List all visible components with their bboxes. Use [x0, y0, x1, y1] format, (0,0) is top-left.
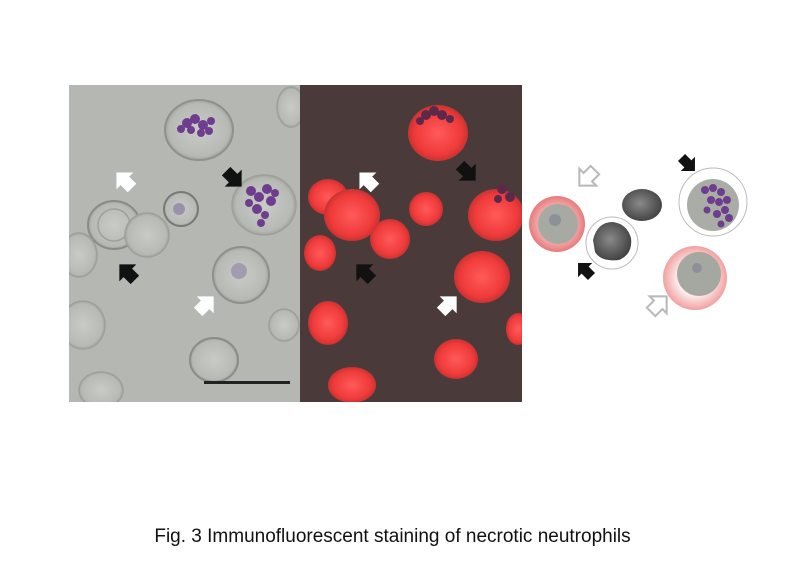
cell-bottom-left: [78, 371, 124, 402]
necrotic-cell-right: [663, 246, 727, 310]
outline-arrow-icon: [578, 164, 601, 187]
granular-cell-circled: [678, 167, 748, 237]
cell-left-edge-1: [69, 232, 98, 278]
black-arrow-icon: [356, 264, 377, 285]
black-arrow-icon: [119, 264, 140, 285]
figure-caption: Fig. 3 Immunofluorescent staining of nec…: [154, 526, 631, 547]
black-arrow-icon: [221, 166, 242, 187]
fluorescence-image: [300, 85, 522, 402]
outline-arrow-icon: [645, 295, 668, 318]
brightfield-image: [69, 85, 300, 402]
white-arrow-icon: [193, 296, 214, 317]
cell-mid-left: [124, 212, 170, 258]
schematic-image: [529, 153, 748, 318]
white-arrow-icon: [436, 296, 457, 317]
dark-cell: [622, 189, 662, 221]
cell-top-center: [164, 99, 234, 161]
fluorescence-micrograph: [300, 85, 522, 402]
scale-bar: [204, 381, 290, 384]
brightfield-micrograph: [69, 85, 300, 402]
necrotic-cell-left: [529, 196, 585, 252]
cell-bottom-right: [268, 308, 300, 342]
cell-granular-right: [231, 174, 297, 236]
white-arrow-icon: [116, 172, 137, 193]
black-arrow-icon: [677, 153, 695, 171]
cell-top-right-edge: [276, 86, 300, 128]
black-arrow-icon: [455, 160, 476, 181]
cell-small-mid: [163, 191, 199, 227]
dark-cell-circled: [585, 216, 639, 270]
schematic-cell-diagram: [527, 150, 757, 320]
cell-center: [212, 246, 270, 304]
black-arrow-icon: [578, 263, 596, 281]
cell-bottom-center: [189, 337, 239, 383]
cell-left-edge-2: [69, 300, 106, 350]
white-arrow-icon: [359, 172, 380, 193]
granule-clusters: [416, 106, 515, 203]
